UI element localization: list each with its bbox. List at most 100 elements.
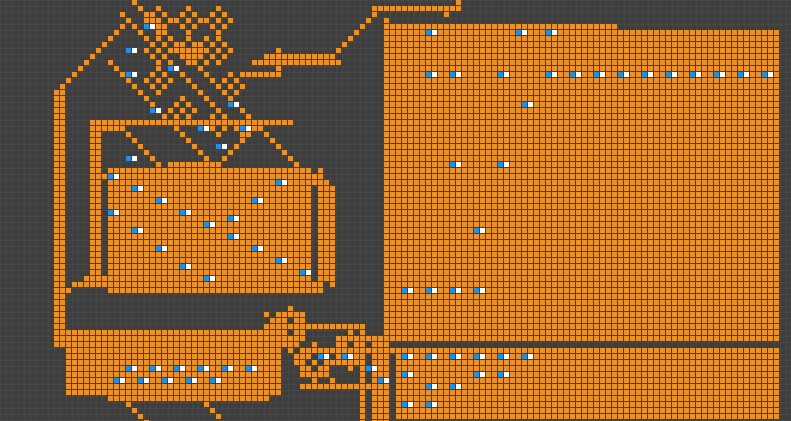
wire-cell[interactable] [546, 90, 551, 95]
wire-cell[interactable] [714, 114, 719, 119]
wire-cell[interactable] [696, 372, 701, 377]
wire-cell[interactable] [654, 156, 659, 161]
wire-cell[interactable] [474, 60, 479, 65]
wire-cell[interactable] [666, 162, 671, 167]
wire-cell[interactable] [540, 24, 545, 29]
wire-cell[interactable] [630, 90, 635, 95]
wire-cell[interactable] [414, 282, 419, 287]
wire-cell[interactable] [516, 324, 521, 329]
wire-cell[interactable] [708, 60, 713, 65]
wire-cell[interactable] [636, 366, 641, 371]
wire-cell[interactable] [132, 342, 137, 347]
wire-cell[interactable] [528, 258, 533, 263]
wire-cell[interactable] [528, 312, 533, 317]
wire-cell[interactable] [432, 210, 437, 215]
wire-cell[interactable] [366, 18, 371, 23]
wire-cell[interactable] [666, 318, 671, 323]
wire-cell[interactable] [438, 54, 443, 59]
wire-cell[interactable] [720, 390, 725, 395]
wire-cell[interactable] [642, 102, 647, 107]
wire-cell[interactable] [390, 324, 395, 329]
wire-cell[interactable] [444, 72, 449, 77]
wire-cell[interactable] [444, 222, 449, 227]
wire-cell[interactable] [258, 282, 263, 287]
wire-cell[interactable] [426, 168, 431, 173]
wire-cell[interactable] [528, 336, 533, 341]
wire-cell[interactable] [408, 294, 413, 299]
wire-cell[interactable] [474, 396, 479, 401]
wire-cell[interactable] [552, 90, 557, 95]
wire-cell[interactable] [516, 402, 521, 407]
wire-cell[interactable] [552, 162, 557, 167]
wire-cell[interactable] [714, 384, 719, 389]
wire-cell[interactable] [684, 132, 689, 137]
wire-cell[interactable] [504, 90, 509, 95]
wire-cell[interactable] [294, 54, 299, 59]
wire-cell[interactable] [534, 228, 539, 233]
wire-cell[interactable] [762, 402, 767, 407]
wire-cell[interactable] [744, 180, 749, 185]
wire-cell[interactable] [756, 336, 761, 341]
wire-cell[interactable] [624, 378, 629, 383]
wire-cell[interactable] [702, 204, 707, 209]
wire-cell[interactable] [606, 162, 611, 167]
wire-cell[interactable] [210, 120, 215, 125]
wire-cell[interactable] [504, 30, 509, 35]
wire-cell[interactable] [768, 228, 773, 233]
wire-cell[interactable] [402, 324, 407, 329]
electron-tail-cell[interactable] [384, 378, 389, 383]
wire-cell[interactable] [384, 114, 389, 119]
wire-cell[interactable] [192, 174, 197, 179]
wire-cell[interactable] [564, 120, 569, 125]
wire-cell[interactable] [648, 330, 653, 335]
wire-cell[interactable] [510, 84, 515, 89]
wire-cell[interactable] [252, 126, 257, 131]
wire-cell[interactable] [756, 60, 761, 65]
wire-cell[interactable] [486, 288, 491, 293]
wire-cell[interactable] [474, 72, 479, 77]
wire-cell[interactable] [516, 132, 521, 137]
wire-cell[interactable] [744, 66, 749, 71]
wire-cell[interactable] [750, 198, 755, 203]
wire-cell[interactable] [588, 66, 593, 71]
wire-cell[interactable] [678, 90, 683, 95]
wire-cell[interactable] [426, 282, 431, 287]
wire-cell[interactable] [702, 270, 707, 275]
wire-cell[interactable] [384, 84, 389, 89]
wire-cell[interactable] [666, 156, 671, 161]
wire-cell[interactable] [564, 378, 569, 383]
wire-cell[interactable] [432, 138, 437, 143]
wire-cell[interactable] [762, 408, 767, 413]
wire-cell[interactable] [534, 126, 539, 131]
wire-cell[interactable] [606, 270, 611, 275]
wire-cell[interactable] [504, 60, 509, 65]
wire-cell[interactable] [186, 336, 191, 341]
wire-cell[interactable] [726, 264, 731, 269]
wire-cell[interactable] [732, 210, 737, 215]
wire-cell[interactable] [432, 270, 437, 275]
wire-cell[interactable] [438, 360, 443, 365]
wire-cell[interactable] [186, 174, 191, 179]
wire-cell[interactable] [540, 264, 545, 269]
wire-cell[interactable] [624, 138, 629, 143]
wire-cell[interactable] [750, 252, 755, 257]
wire-cell[interactable] [462, 150, 467, 155]
wire-cell[interactable] [486, 390, 491, 395]
wire-cell[interactable] [516, 408, 521, 413]
wire-cell[interactable] [384, 156, 389, 161]
wire-cell[interactable] [702, 348, 707, 353]
wire-cell[interactable] [606, 66, 611, 71]
wire-cell[interactable] [402, 78, 407, 83]
wire-cell[interactable] [726, 312, 731, 317]
wire-cell[interactable] [396, 396, 401, 401]
wire-cell[interactable] [222, 336, 227, 341]
wire-cell[interactable] [414, 348, 419, 353]
wire-cell[interactable] [576, 282, 581, 287]
wire-cell[interactable] [60, 204, 65, 209]
wire-cell[interactable] [174, 114, 179, 119]
wire-cell[interactable] [660, 132, 665, 137]
wire-cell[interactable] [636, 210, 641, 215]
wire-cell[interactable] [552, 54, 557, 59]
wire-cell[interactable] [762, 246, 767, 251]
wire-cell[interactable] [192, 162, 197, 167]
